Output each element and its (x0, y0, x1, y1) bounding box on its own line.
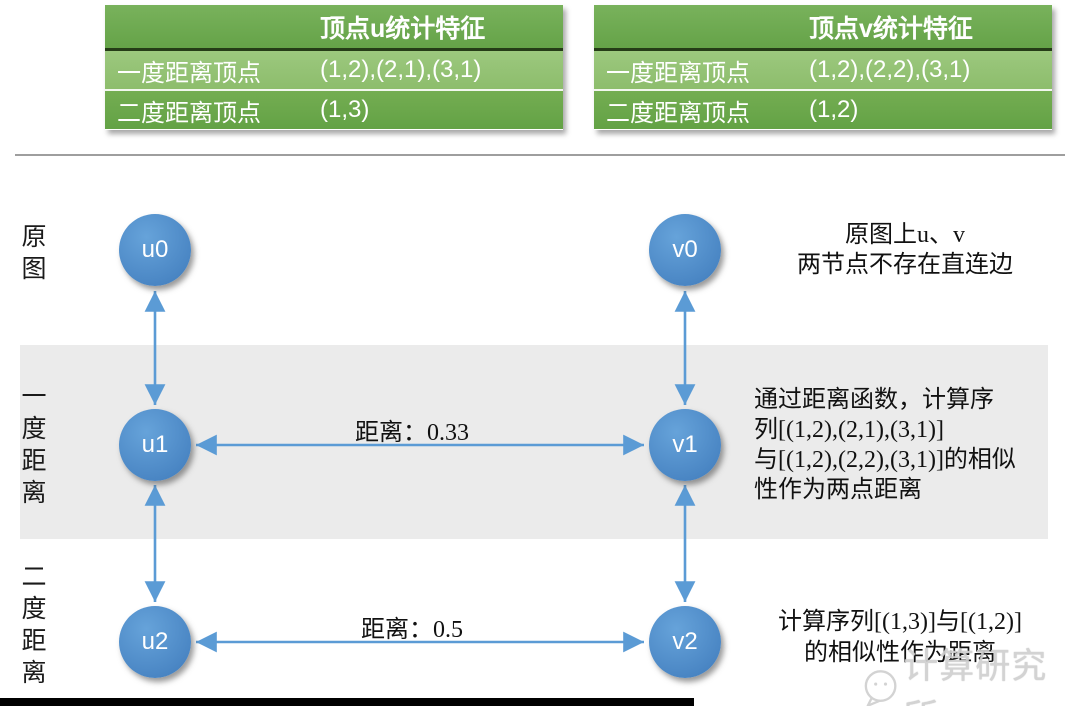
watermark-text: 计算研究所 (903, 647, 1048, 706)
row-value: (1,3) (320, 96, 370, 123)
bottom-black-bar (0, 698, 694, 706)
annotation-line: 两节点不存在直连边 (797, 252, 1013, 278)
graph-node-u1: u1 (119, 409, 191, 481)
node-label: u2 (141, 628, 169, 655)
node-label: v0 (672, 236, 698, 263)
vertex-v-stats-table: 顶点v统计特征 一度距离顶点 (1,2),(2,2),(3,1) 二度距离顶点 … (594, 5, 1052, 130)
node-label: v1 (672, 431, 698, 458)
vertex-u-stats-table: 顶点u统计特征 一度距离顶点 (1,2),(2,1),(3,1) 二度距离顶点 … (105, 5, 563, 130)
graph-node-v0: v0 (649, 214, 721, 286)
annotation-two-degree: 计算序列[(1,3)]与[(1,2)] 的相似性作为距离 (742, 607, 1058, 669)
edge-label-one-degree-distance: 距离：0.33 (355, 420, 469, 446)
node-label: u0 (141, 236, 169, 263)
band-label-one-degree: 一度距离 (21, 384, 47, 507)
annotation-line: 的相似性作为距离 (804, 640, 996, 666)
section-divider-line (15, 154, 1065, 156)
node-label: u1 (141, 431, 169, 458)
annotation-line: 计算序列[(1,3)]与[(1,2)] (778, 609, 1022, 635)
annotation-original-graph: 原图上u、v 两节点不存在直连边 (755, 220, 1055, 280)
annotation-line: 列[(1,2),(2,1),(3,1)] (754, 417, 944, 443)
row-value: (1,2) (809, 96, 859, 123)
graph-node-u0: u0 (119, 214, 191, 286)
edge-label-two-degree-distance: 距离：0.5 (361, 617, 463, 643)
speech-bubble-icon (864, 670, 897, 706)
graph-node-u2: u2 (119, 606, 191, 678)
row-label: 二度距离顶点 (117, 99, 261, 127)
graph-node-v2: v2 (649, 606, 721, 678)
row-label: 一度距离顶点 (606, 59, 750, 87)
annotation-line: 与[(1,2),(2,2),(3,1)]的相似 (754, 447, 1016, 473)
table-title: 顶点v统计特征 (809, 14, 973, 43)
table-row: 一度距离顶点 (1,2),(2,2),(3,1) (594, 51, 1052, 91)
table-row: 一度距离顶点 (1,2),(2,1),(3,1) (105, 51, 563, 91)
table-header-v: 顶点v统计特征 (594, 5, 1052, 51)
band-label-two-degree: 二度距离 (21, 564, 47, 687)
table-row: 二度距离顶点 (1,3) (105, 91, 563, 129)
graph-node-v1: v1 (649, 409, 721, 481)
annotation-one-degree: 通过距离函数，计算序 列[(1,2),(2,1),(3,1)] 与[(1,2),… (754, 385, 1074, 505)
table-title: 顶点u统计特征 (320, 14, 486, 43)
row-label: 一度距离顶点 (117, 59, 261, 87)
table-row: 二度距离顶点 (1,2) (594, 91, 1052, 129)
annotation-line: 通过距离函数，计算序 (754, 387, 994, 413)
watermark: 计算研究所 (858, 638, 1080, 706)
row-value: (1,2),(2,1),(3,1) (320, 56, 482, 83)
table-header-u: 顶点u统计特征 (105, 5, 563, 51)
row-label: 二度距离顶点 (606, 99, 750, 127)
row-value: (1,2),(2,2),(3,1) (809, 56, 971, 83)
annotation-line: 原图上u、v (845, 222, 965, 248)
annotation-line: 性作为两点距离 (754, 477, 922, 503)
node-label: v2 (672, 628, 698, 655)
band-label-original-graph: 原图 (21, 224, 47, 283)
